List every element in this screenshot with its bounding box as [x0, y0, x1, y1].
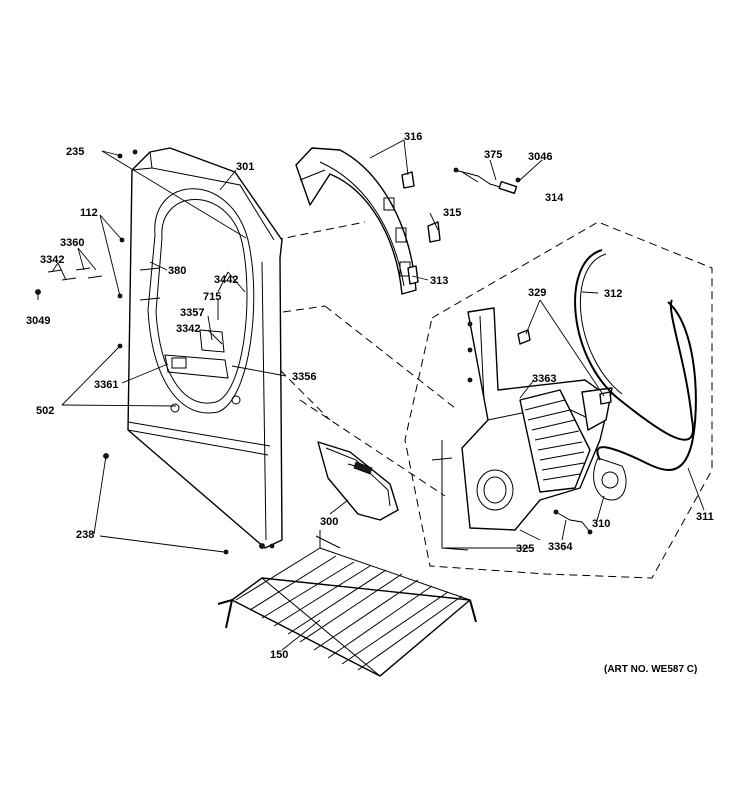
callout-3364: 3364: [548, 541, 573, 553]
clip-3364: [553, 509, 593, 535]
lint-filter-300: [317, 441, 399, 521]
callout-325: 325: [516, 543, 534, 555]
callout-3356: 3356: [292, 371, 316, 383]
callout-316: 316: [404, 131, 422, 143]
callout-3046: 3046: [528, 151, 552, 163]
leader-lines: [37, 139, 705, 651]
callout-380: 380: [168, 265, 186, 277]
callout-315: 315: [443, 207, 461, 219]
exhaust-duct-313: [295, 147, 441, 295]
callout-235: 235: [66, 146, 84, 158]
callout-715: 715: [203, 291, 221, 303]
callout-301: 301: [236, 161, 254, 173]
blower-base-325: [431, 307, 613, 551]
callout-3361: 3361: [94, 379, 118, 391]
callout-3049: 3049: [26, 315, 50, 327]
drying-rack-150: [217, 530, 477, 677]
front-panel-301: [127, 147, 283, 549]
callout-112: 112: [80, 207, 98, 219]
callout-313: 313: [430, 275, 448, 287]
callout-labels: 235 301 316 375 3046 112 3360 3342 3049 …: [26, 131, 714, 675]
callout-150: 150: [270, 649, 288, 661]
callout-3342-center: 3342: [176, 323, 200, 335]
callout-3442: 3442: [214, 274, 238, 286]
callout-312: 312: [604, 288, 622, 300]
belt-312: [574, 249, 695, 441]
idler-pulley-310: [593, 457, 627, 501]
callout-238: 238: [76, 529, 94, 541]
thermistor-harness-314: [453, 167, 521, 194]
callout-310: 310: [592, 518, 610, 530]
callout-314: 314: [545, 192, 564, 204]
callout-329: 329: [528, 287, 546, 299]
callout-502: 502: [36, 405, 54, 417]
belt-311: [596, 301, 697, 471]
callout-3342-left: 3342: [40, 254, 64, 266]
callout-3360: 3360: [60, 237, 84, 249]
callout-311: 311: [696, 511, 714, 523]
assembly-group-boundary: [404, 221, 713, 579]
callout-3363: 3363: [532, 373, 556, 385]
art-number: (ART NO. WE587 C): [604, 664, 697, 675]
callout-3357: 3357: [180, 307, 204, 319]
alignment-lines: [274, 221, 456, 497]
sensor-329: [517, 329, 612, 405]
callout-375: 375: [484, 149, 502, 161]
callout-300: 300: [320, 516, 338, 528]
